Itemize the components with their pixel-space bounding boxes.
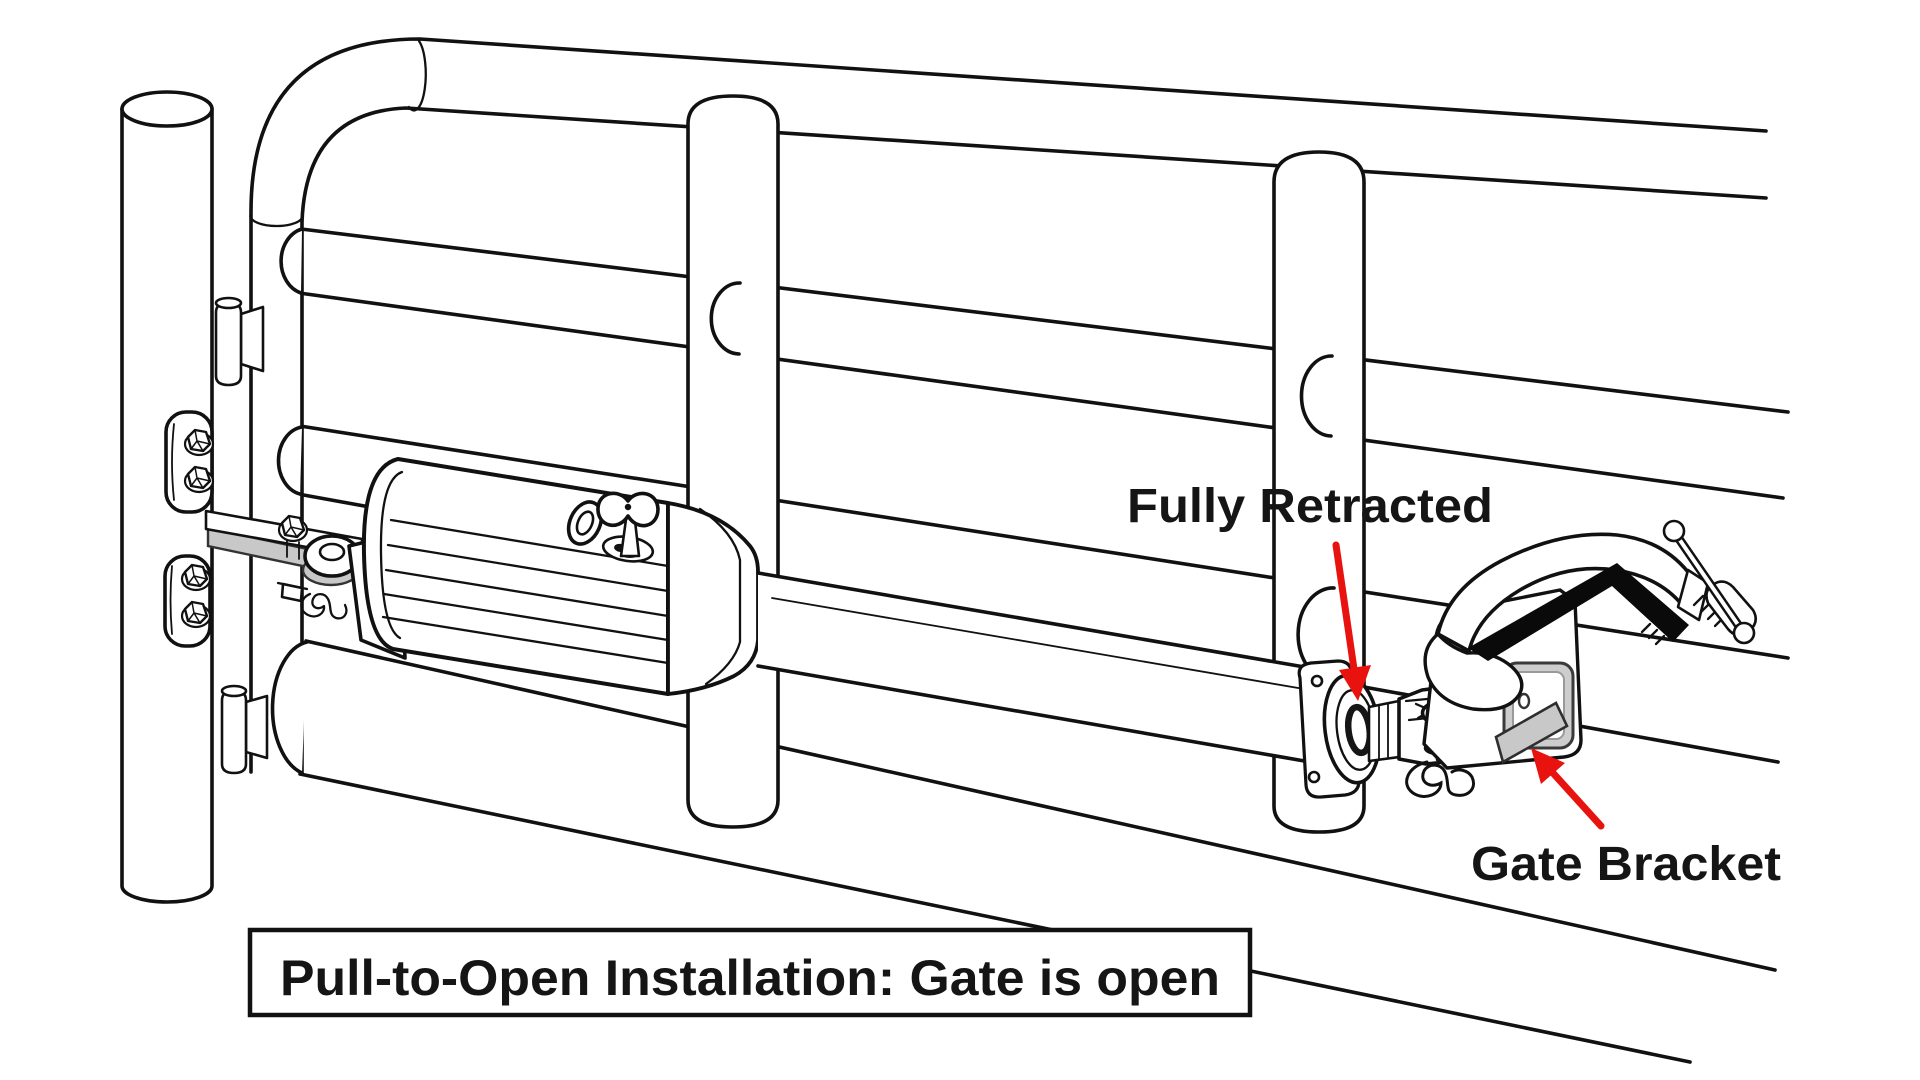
screw-icon (1310, 674, 1324, 688)
page-title: Pull-to-Open Installation: Gate is open (280, 950, 1220, 1006)
title-box: Pull-to-Open Installation: Gate is open (247, 927, 1253, 1018)
post-bracket (163, 410, 364, 648)
outer-tube-top (756, 571, 1318, 671)
arrow-head-icon (1339, 665, 1371, 701)
gate-rail-bottom (266, 639, 1777, 1064)
arrow-line (1332, 541, 1358, 673)
gate-opener-actuator (347, 457, 1318, 765)
body-ribs (381, 518, 670, 665)
label-gate-bracket: Gate Bracket (1471, 838, 1781, 891)
bracket-tongue (1494, 701, 1569, 764)
clamp-shadow (1468, 563, 1689, 661)
outer-tube-bottom (756, 664, 1318, 765)
gate-frame (249, 37, 1768, 774)
rod-shaft (1367, 699, 1401, 763)
cotter-pin-icon (300, 592, 348, 620)
title-box-border (247, 927, 1253, 1018)
label-fully-retracted: Fully Retracted (1127, 480, 1493, 533)
clamp-foot (1423, 632, 1524, 712)
screw-threads (1692, 594, 1726, 628)
screw-icon (1307, 770, 1321, 784)
arrow-gate-bracket (1531, 748, 1605, 830)
arrow-head-icon (1531, 748, 1565, 784)
hinge-upper (214, 296, 265, 387)
arrow-line (1549, 769, 1605, 830)
arrow-fully-retracted (1332, 541, 1371, 701)
gate-rail-2 (272, 226, 1790, 500)
c-clamp (1423, 519, 1758, 712)
hinge-lower (220, 684, 269, 775)
release-key (566, 491, 660, 563)
gate-stile-middle (686, 94, 780, 829)
hinge-post (120, 90, 214, 904)
cotter-pin-icon (1405, 760, 1475, 798)
rail-end-caps-left (270, 227, 309, 775)
rail-end-caps-stiles (709, 281, 1336, 683)
